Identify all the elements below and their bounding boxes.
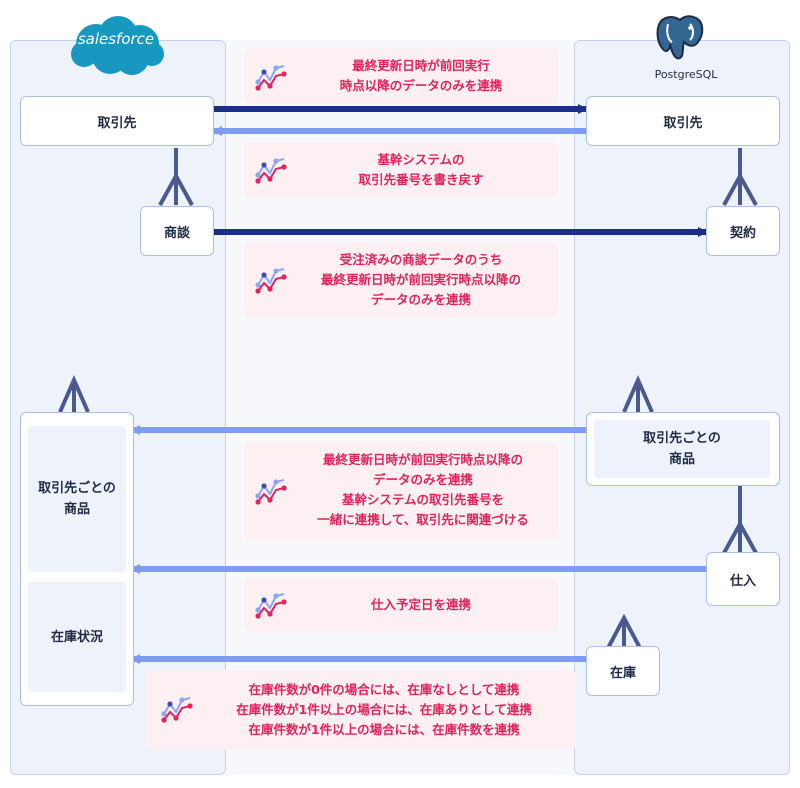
postgresql-elephant-logo (656, 15, 704, 60)
integration-chart-icon (255, 593, 287, 619)
pg-products-label: 取引先ごとの 商品 (643, 431, 721, 467)
sf-deal-label: 商談 (163, 225, 190, 241)
pg-products-panel: 取引先ごとの 商品 (594, 420, 770, 478)
crowfoot-mark (606, 613, 642, 649)
crowfoot-mark (722, 171, 758, 206)
sf-stock-panel: 在庫状況 (28, 582, 126, 692)
integration-chart-icon (255, 158, 287, 184)
sf-account-box: 取引先 (20, 96, 214, 146)
pg-contract-label: 契約 (729, 225, 756, 241)
sf-deal-box: 商談 (140, 206, 214, 256)
note-account-sync (244, 48, 558, 104)
integration-chart-icon (161, 697, 193, 723)
integration-chart-icon (255, 479, 287, 505)
sf-products-label: 取引先ごとの 商品 (38, 481, 116, 517)
salesforce-cloud-logo (71, 16, 164, 75)
note-purchase-sync (244, 578, 558, 632)
integration-chart-icon (255, 65, 287, 91)
note-deal-sync (244, 242, 558, 318)
note-text: 仕入予定日を連携 (370, 597, 471, 612)
sf-products-panel: 取引先ごとの 商品 (28, 426, 126, 572)
pg-stock-box: 在庫 (586, 646, 660, 696)
pg-account-label: 取引先 (663, 115, 703, 131)
sf-account-label: 取引先 (97, 115, 137, 131)
salesforce-logo-text: salesforce (77, 30, 155, 48)
pg-purchase-label: 仕入 (729, 573, 756, 589)
pg-account-box: 取引先 (586, 96, 780, 146)
note-text: 基幹システムの 取引先番号を書き戻す (358, 152, 484, 187)
pg-contract-box: 契約 (706, 206, 780, 256)
pg-purchase-box: 仕入 (706, 552, 780, 606)
note-text: 在庫件数が0件の場合には、在庫なしとして連携 在庫件数が1件以上の場合には、在庫… (236, 682, 532, 737)
crowfoot-mark (722, 519, 758, 554)
note-stock-sync (146, 670, 576, 750)
note-account-writeback (244, 142, 558, 198)
crowfoot-mark (158, 171, 194, 206)
note-text: 最終更新日時が前回実行 時点以降のデータのみを連携 (339, 58, 503, 93)
note-text: 最終更新日時が前回実行時点以降の データのみを連携 基幹システムの取引先番号を … (317, 452, 529, 527)
postgresql-logo-text: PostgreSQL (654, 68, 718, 81)
integration-chart-icon (255, 268, 287, 294)
note-text: 受注済みの商談データのうち 最終更新日時が前回実行時点以降の データのみを連携 (320, 252, 521, 307)
crowfoot-mark (622, 375, 654, 413)
pg-stock-label: 在庫 (609, 665, 636, 681)
sf-stock-label: 在庫状況 (50, 629, 103, 645)
note-products-sync (244, 442, 558, 540)
crowfoot-mark (58, 375, 90, 413)
